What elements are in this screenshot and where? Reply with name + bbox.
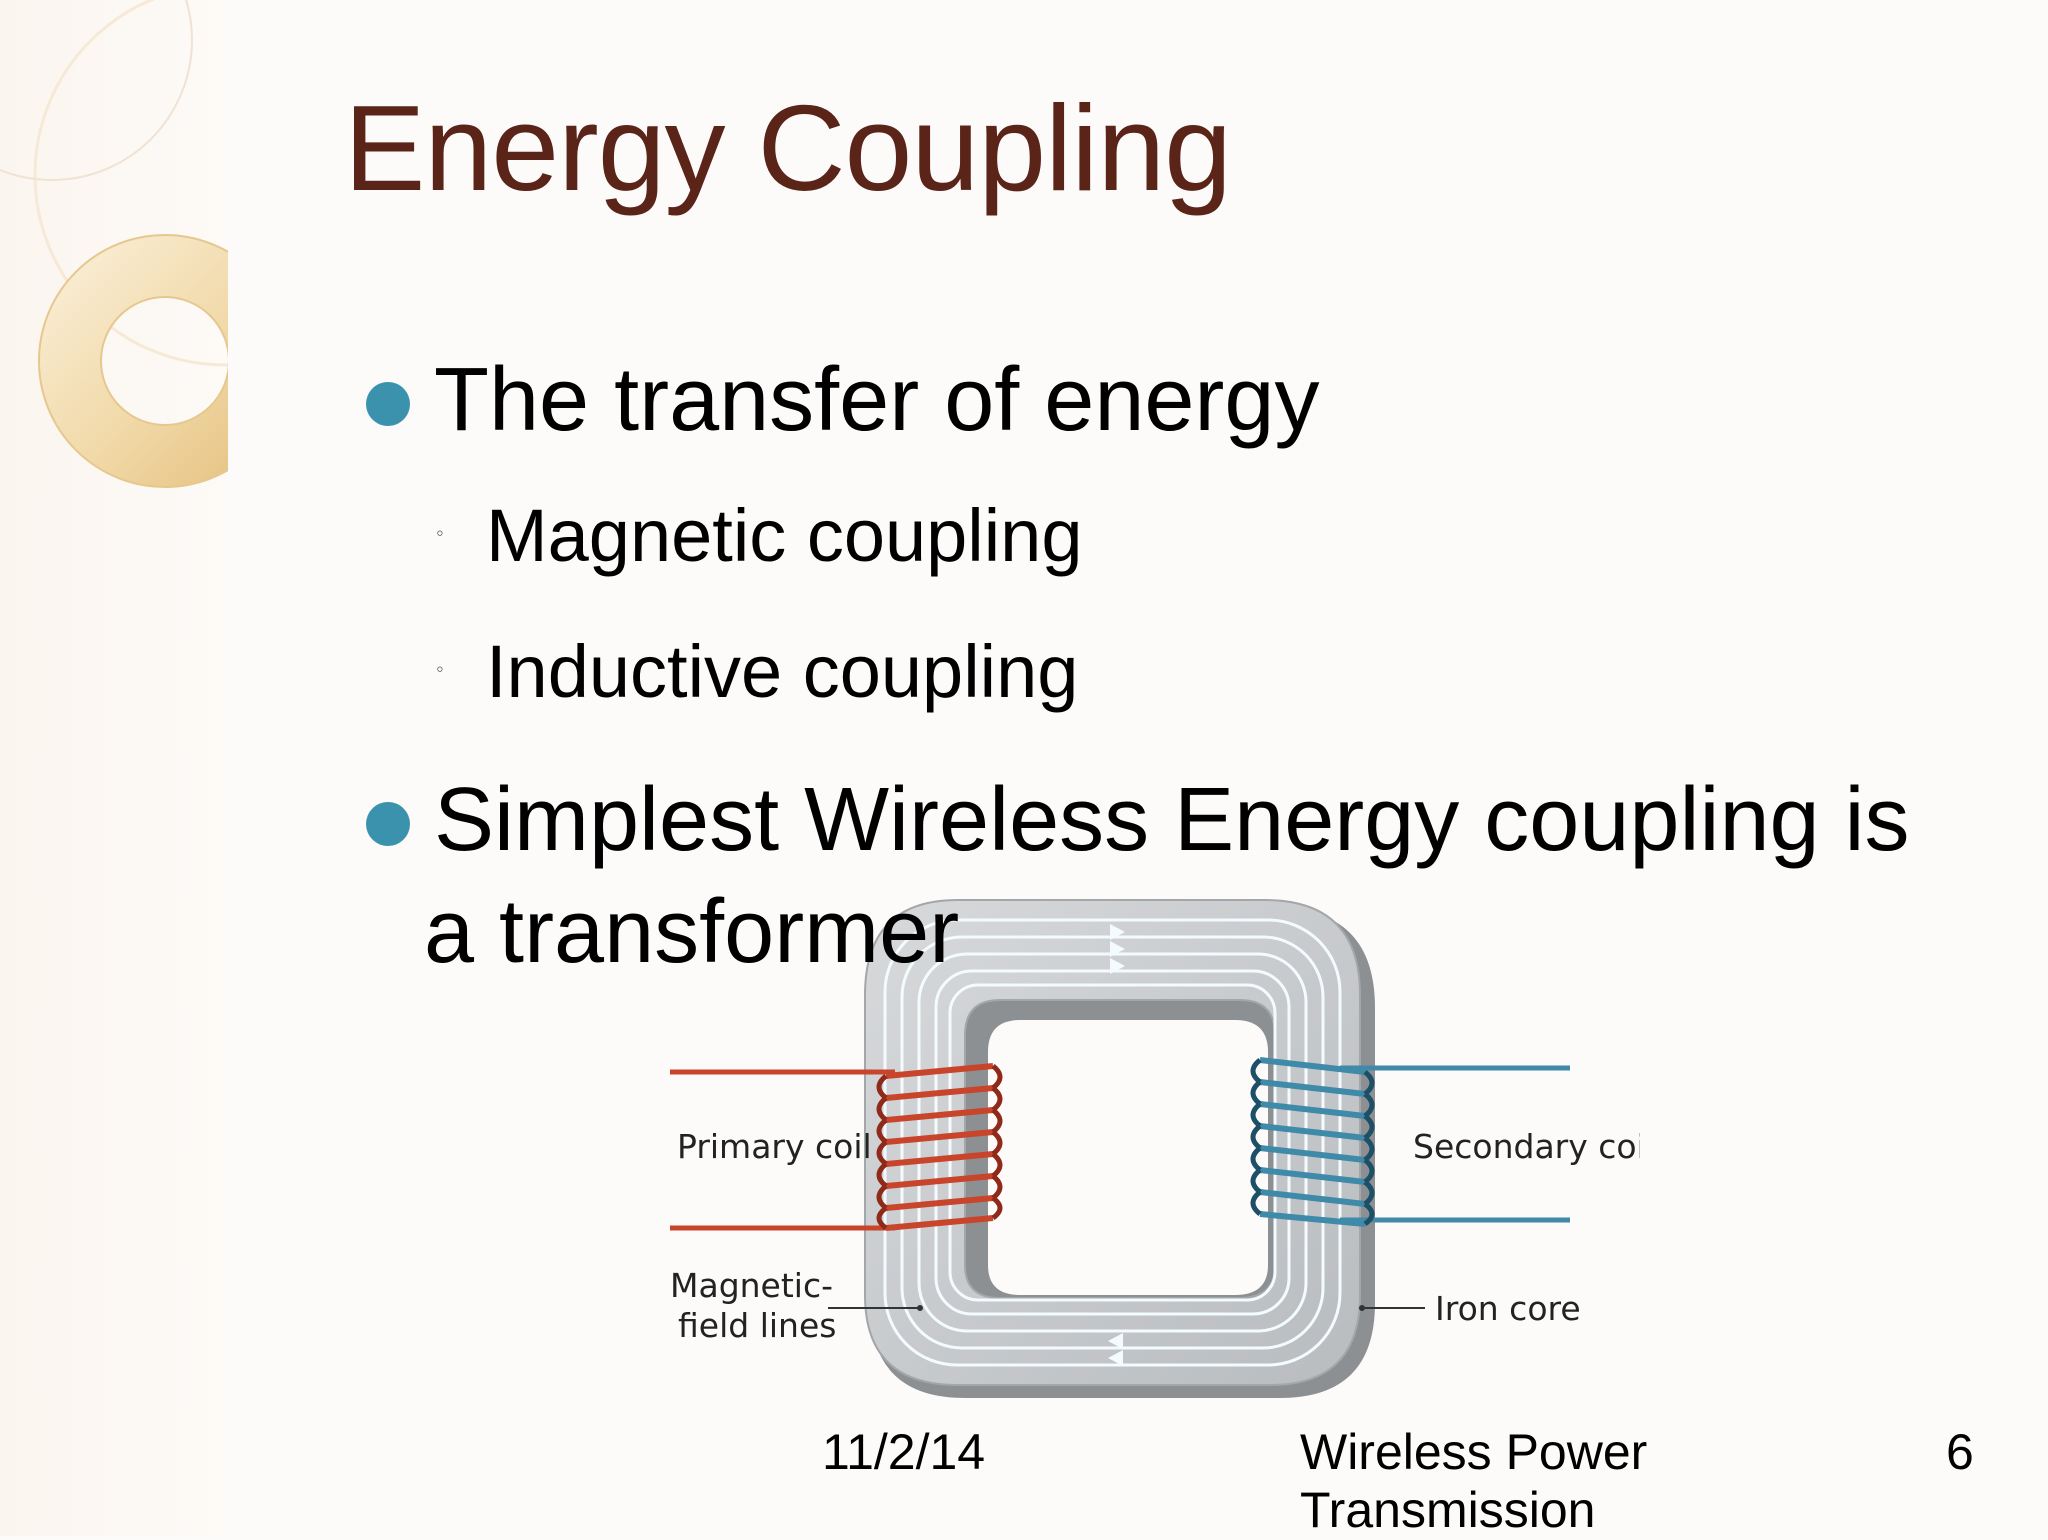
bullet-dot-icon (366, 382, 410, 426)
footer-title-line2: Transmission (1300, 1482, 1596, 1538)
ring-ornament (0, 0, 240, 500)
field-arrow-icon (1108, 924, 1125, 1366)
bullet-dot-icon (366, 802, 410, 846)
transformer-diagram: Primary coil Secondary coil Magnetic- fi… (670, 899, 1640, 1398)
circle-bullet-icon: ◦ (436, 656, 444, 681)
bullet-text: Simplest Wireless Energy coupling is (434, 770, 1910, 870)
label-iron-core: Iron core (1435, 1289, 1581, 1328)
primary-coil (876, 1063, 1003, 1231)
slide-title: Energy Coupling (344, 80, 1232, 216)
label-field-lines: field lines (678, 1306, 836, 1345)
iron-core-shape (864, 899, 1361, 1386)
secondary-leads (1340, 1065, 1570, 1223)
label-primary-coil: Primary coil (677, 1127, 872, 1166)
primary-leads (670, 1069, 895, 1231)
footer-date: 11/2/14 (822, 1424, 986, 1480)
circle-bullet-icon: ◦ (436, 520, 444, 545)
label-secondary-coil: Secondary coil (1413, 1127, 1640, 1166)
sub-bullet-text: Inductive coupling (486, 630, 1079, 713)
footer-title-line1: Wireless Power (1300, 1424, 1648, 1480)
bullet-continuation: a transformer (424, 882, 960, 982)
secondary-coil (1250, 1057, 1375, 1227)
bullet-text: The transfer of energy (434, 350, 1320, 450)
sub-bullet-text: Magnetic coupling (486, 494, 1083, 577)
label-magnetic: Magnetic- (670, 1266, 833, 1305)
footer-page-number: 6 (1946, 1424, 1974, 1480)
